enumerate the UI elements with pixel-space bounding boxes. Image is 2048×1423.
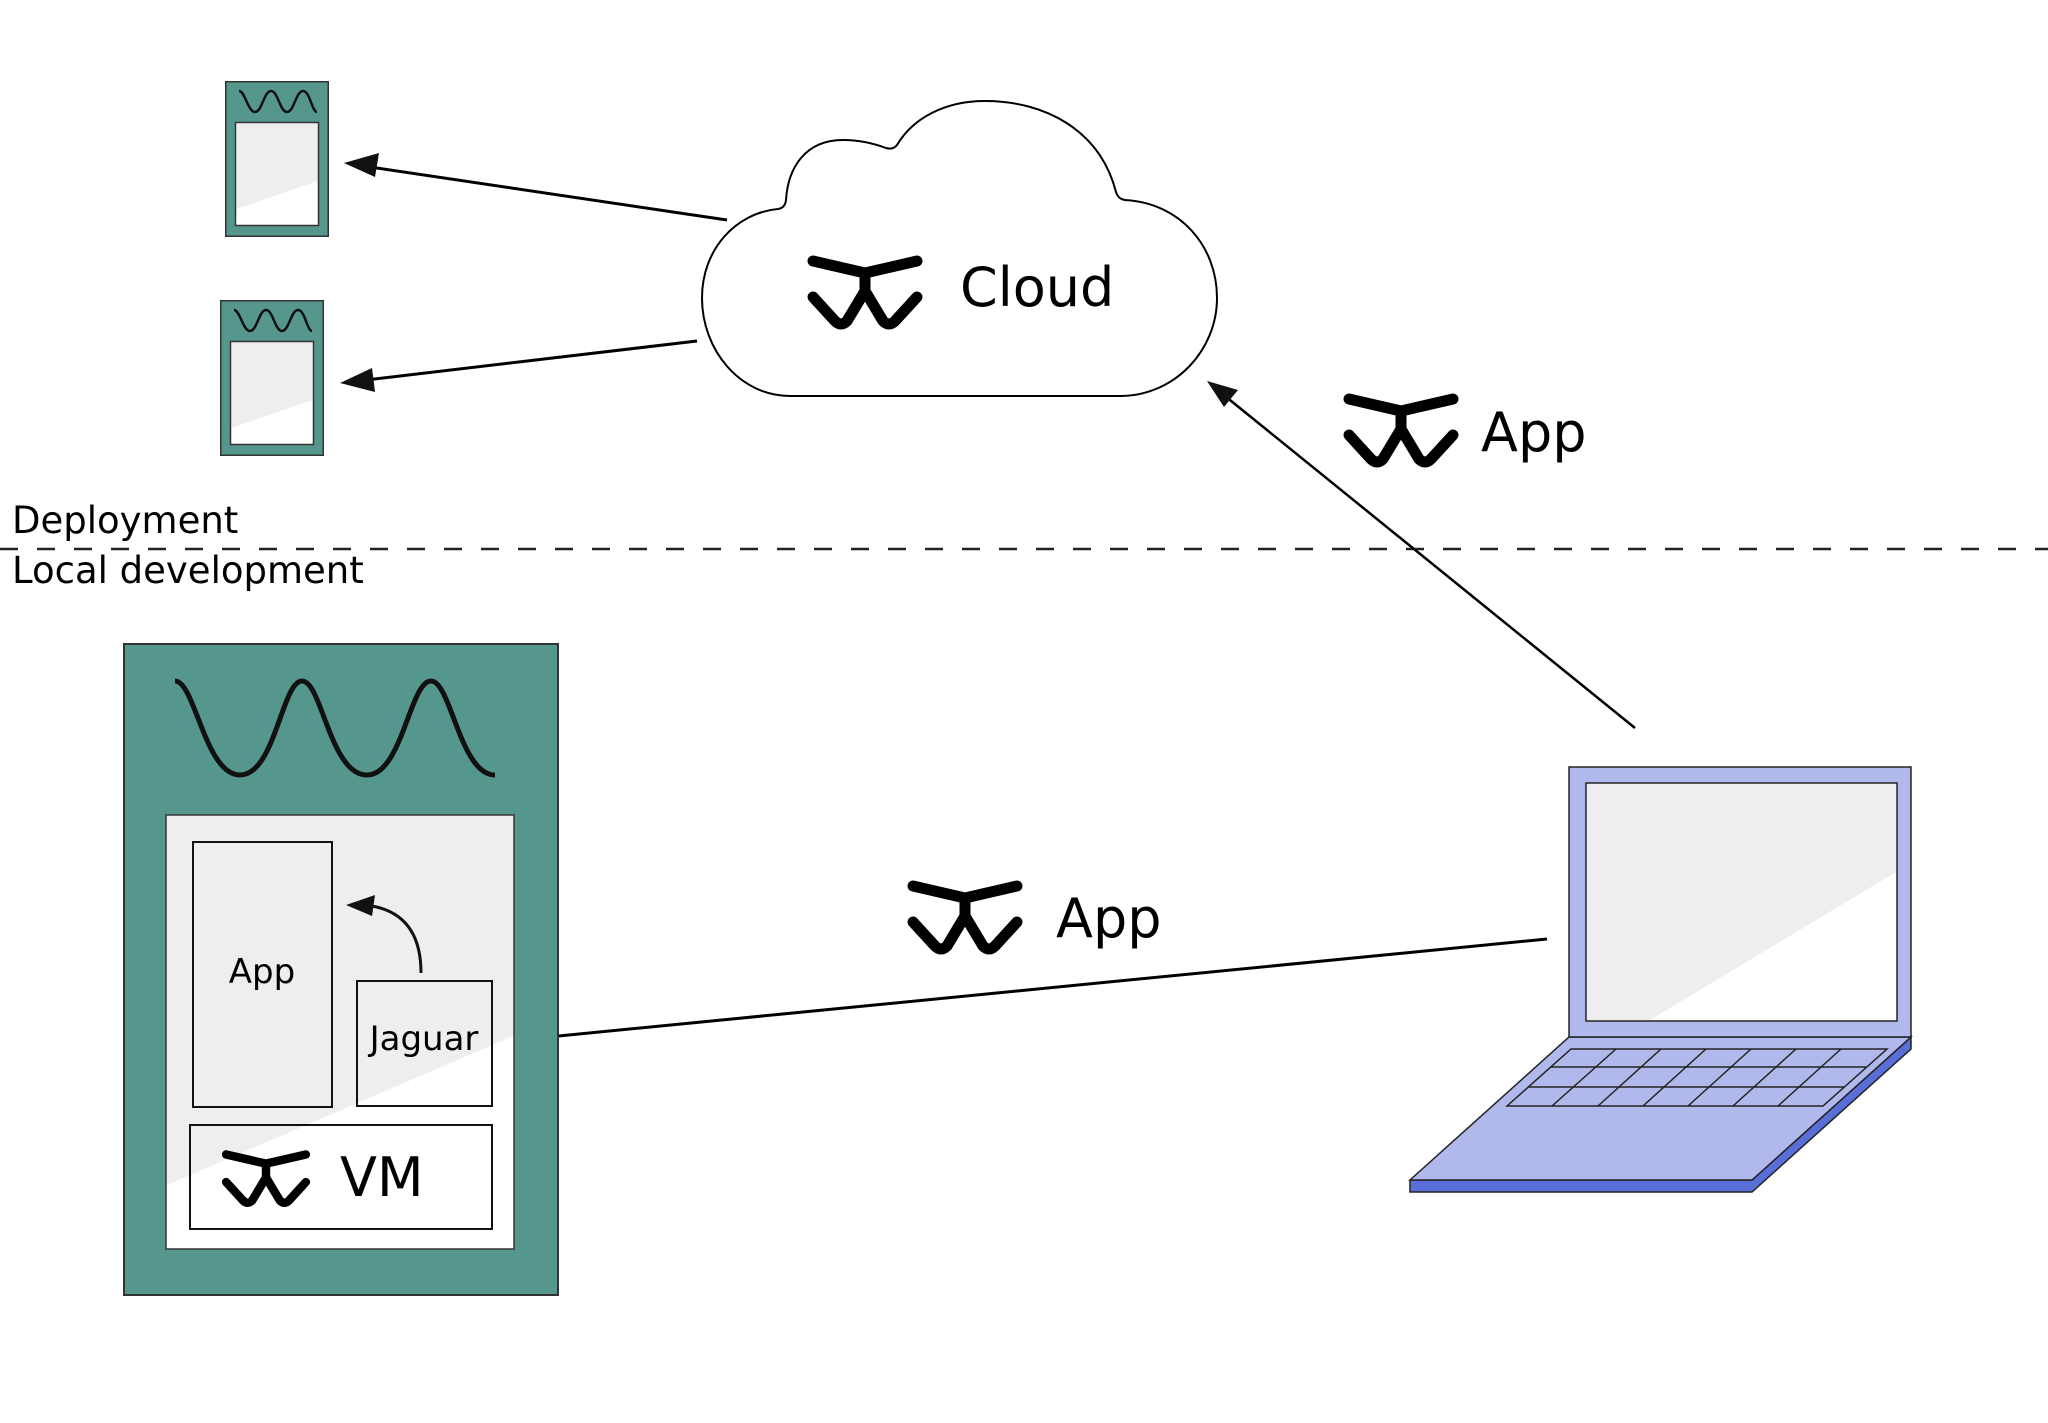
jaguar-to-app-arrow [371, 904, 423, 974]
arrow-cloud-to-device-1 [344, 153, 728, 222]
cloud-node: Cloud [700, 99, 1219, 397]
antenna-wave-icon [174, 678, 496, 778]
deployed-device-icon-1 [225, 81, 329, 237]
local-app-label: App [1056, 887, 1162, 950]
deploy-app-logo-icon [1349, 399, 1453, 462]
laptop-icon [1408, 766, 1913, 1193]
keyboard [1505, 1048, 1889, 1107]
app-box-label: App [229, 952, 295, 992]
app-box [192, 841, 333, 1108]
arrow-cloud-to-device-2 [340, 339, 698, 392]
deployed-device-icon-2 [220, 300, 324, 456]
cloud-shape [700, 99, 1219, 397]
jaguar-box [356, 980, 493, 1107]
local-development-section-label: Local development [12, 549, 364, 592]
jaguar-box-label: Jaguar [368, 1019, 479, 1059]
vm-box [189, 1124, 493, 1230]
cloud-label: Cloud [960, 256, 1114, 319]
vm-label: VM [340, 1146, 424, 1209]
local-app-logo-icon [913, 886, 1017, 949]
arrow-laptop-to-cloud [1207, 381, 1636, 729]
local-device: App Jaguar VM [123, 643, 559, 1296]
arrow-laptop-to-jaguar [500, 937, 1548, 1052]
deploy-app-label: App [1481, 401, 1587, 464]
deployment-section-label: Deployment [12, 499, 238, 542]
